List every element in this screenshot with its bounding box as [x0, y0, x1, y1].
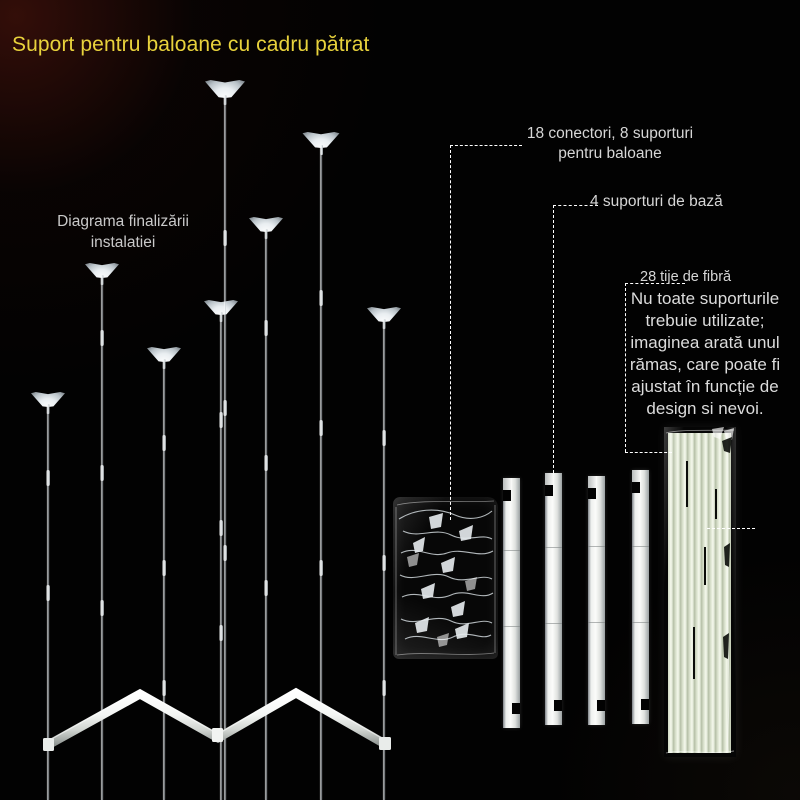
diagram-caption: Diagrama finalizării instalatiei [57, 213, 189, 251]
balloon-stand-rod [249, 217, 283, 800]
rod-joint [381, 555, 387, 571]
rod-joint [45, 470, 51, 486]
balloon-stand-rod [367, 307, 401, 800]
balloon-stand-rod [147, 347, 181, 800]
balloon-cup-icon [31, 392, 65, 414]
leader-line-connectors-vertical [450, 145, 451, 520]
rod-joint [318, 560, 324, 576]
rod-joint [45, 585, 51, 601]
rod-shaft [47, 405, 49, 800]
fiber-rod-bundle-photo [664, 427, 736, 757]
balloon-cup-icon [302, 132, 340, 155]
rod-joint [263, 580, 269, 596]
rod-joint [263, 455, 269, 471]
assembly-diagram [31, 80, 401, 800]
leader-line-rods-bottom [625, 452, 672, 453]
balloon-stand-rod [85, 263, 119, 800]
rod-joint [381, 680, 387, 696]
balloon-cup-icon [147, 347, 181, 369]
balloon-cup-icon [249, 217, 283, 239]
base-strip [545, 473, 562, 725]
rod-joint [263, 320, 269, 336]
rod-joint [218, 625, 224, 641]
balloon-stand-rod [302, 132, 340, 800]
bundle-wrap-highlights [665, 427, 735, 754]
balloon-cup-icon [205, 80, 245, 105]
leader-line-rods-pointer [707, 528, 755, 529]
page-title: Suport pentru baloane cu cadru pătrat [12, 33, 370, 56]
rod-joint [222, 545, 228, 561]
rod-joint [218, 520, 224, 536]
rod-joint [218, 412, 224, 428]
balloon-stand-rod [205, 80, 245, 800]
rod-shaft [163, 360, 165, 800]
rod-shaft [220, 313, 222, 800]
leader-line-rods-top [625, 283, 685, 284]
bundle-wrapper [664, 427, 736, 757]
leader-line-base-vertical [553, 205, 554, 473]
balloon-stand-rod [204, 300, 238, 800]
rod-shaft [224, 96, 226, 800]
base-frame [43, 687, 391, 751]
rod-joint [318, 290, 324, 306]
rod-joint [99, 465, 105, 481]
rod-joint [318, 420, 324, 436]
base-strip [632, 470, 649, 724]
fiber-rods-label: 28 tije de fibră [640, 269, 732, 285]
base-strip [503, 478, 520, 728]
base-strip [588, 476, 605, 725]
rod-joint [222, 400, 228, 416]
leader-line-connectors-horizontal [450, 145, 522, 146]
balloon-stand-rod [31, 392, 65, 800]
balloon-cup-icon [85, 263, 119, 285]
rod-joint [381, 430, 387, 446]
leader-line-rods-vertical [625, 283, 626, 452]
rod-joint [161, 560, 167, 576]
bag-contents [395, 500, 496, 656]
plastic-gloss [664, 427, 736, 757]
rod-joint [161, 680, 167, 696]
rod-shaft [265, 230, 267, 800]
fiber-rods [668, 433, 731, 753]
connector-bag-photo [393, 497, 498, 659]
plastic-bag [393, 497, 498, 659]
usage-note: Nu toate suporturile trebuie utilizate; … [629, 289, 781, 419]
rod-joint [99, 330, 105, 346]
rod-shaft [320, 146, 322, 800]
balloon-cup-icon [367, 307, 401, 329]
rod-joint [222, 230, 228, 246]
balloon-cup-icon [204, 300, 238, 322]
rod-joint [161, 435, 167, 451]
rod-joint [99, 600, 105, 616]
leader-line-base-horizontal [553, 205, 598, 206]
base-supports-label: 4 suporturi de bază [590, 193, 723, 210]
rod-shaft [101, 276, 103, 800]
connectors-label: 18 conectori, 8 suporturi pentru baloane [526, 125, 694, 162]
